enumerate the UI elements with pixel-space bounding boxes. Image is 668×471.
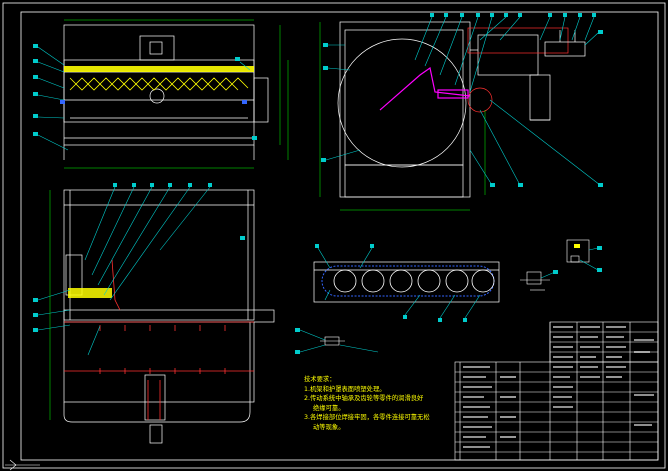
title-block <box>454 321 659 461</box>
tech-req-item-1: 1.机架和护罩表面喷塑处理。 <box>304 385 386 393</box>
detail-views <box>520 239 602 291</box>
tech-req-item-2: 2.传动系统中轴承及齿轮等零件的润滑良好 <box>304 395 424 403</box>
technical-requirements: 技术要求： 1.机架和护罩表面喷塑处理。 2.传动系统中轴承及齿轮等零件的润滑良… <box>304 375 454 433</box>
front-elevation-view <box>33 19 289 169</box>
tech-req-item-3-cont: 动等现象。 <box>313 423 345 431</box>
origin-marker <box>5 459 40 471</box>
tech-req-item-3: 3.各焊接部位焊接牢固，各零件连接可靠无松 <box>304 414 430 422</box>
tech-req-item-2-cont: 绝缘可靠。 <box>313 404 345 412</box>
side-view-drum <box>319 13 603 211</box>
plan-view <box>33 183 275 444</box>
tech-req-title: 技术要求： <box>304 376 336 383</box>
roller-conveyor-view <box>295 244 500 354</box>
